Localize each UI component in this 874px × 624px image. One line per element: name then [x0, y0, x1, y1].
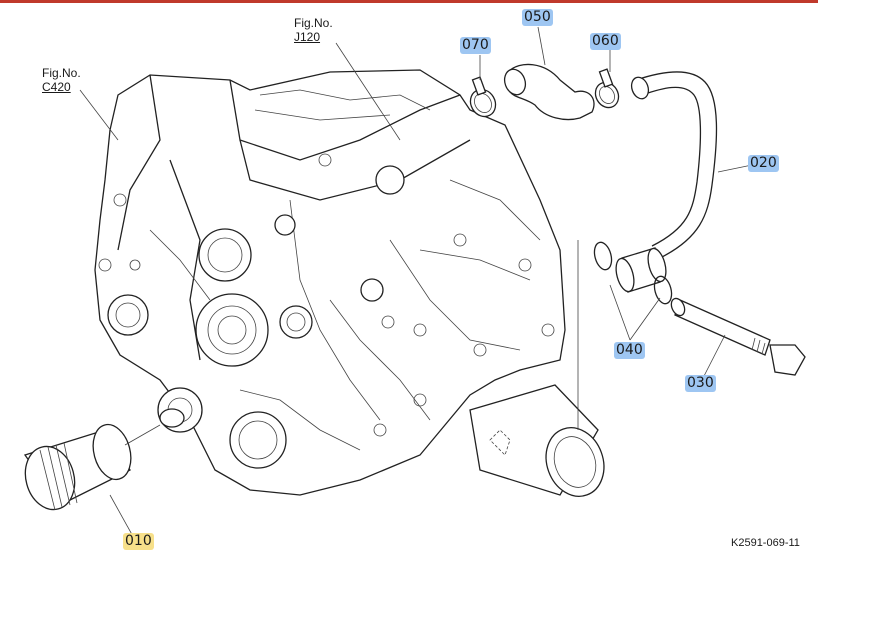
- fig-ref-c420-line2: C420: [42, 80, 71, 94]
- oil-filter-part: [23, 423, 161, 511]
- o-rings-040-part: [593, 241, 673, 305]
- housing-boss: [469, 384, 605, 497]
- callout-060[interactable]: 060: [590, 33, 621, 50]
- bolt-030-part: [670, 297, 806, 376]
- housing-bores: [98, 153, 555, 469]
- transmission-housing: [94, 69, 566, 496]
- callout-040[interactable]: 040: [614, 342, 645, 359]
- callout-070[interactable]: 070: [460, 37, 491, 54]
- pipe-020-part: [615, 71, 718, 293]
- callout-030[interactable]: 030: [685, 375, 716, 392]
- fig-ref-j120-line2: J120: [294, 30, 321, 44]
- hose-050-part: [503, 63, 595, 121]
- callout-020[interactable]: 020: [748, 155, 779, 172]
- callout-010[interactable]: 010: [123, 533, 154, 550]
- fig-ref-c420-line1: Fig.No.: [42, 66, 81, 80]
- right-margin: [818, 0, 874, 624]
- filter-fitting: [159, 408, 185, 428]
- fig-ref-j120[interactable]: Fig.No. J120: [294, 16, 333, 44]
- clamp-070-part: [469, 76, 497, 118]
- fig-ref-j120-line1: Fig.No.: [294, 16, 333, 30]
- leader-lines: [79, 26, 753, 541]
- drawing-code: K2591-069-11: [731, 537, 800, 549]
- top-accent-bar: [0, 0, 874, 3]
- callout-050[interactable]: 050: [522, 9, 553, 26]
- clamp-060-part: [594, 68, 620, 109]
- fig-ref-c420[interactable]: Fig.No. C420: [42, 66, 81, 94]
